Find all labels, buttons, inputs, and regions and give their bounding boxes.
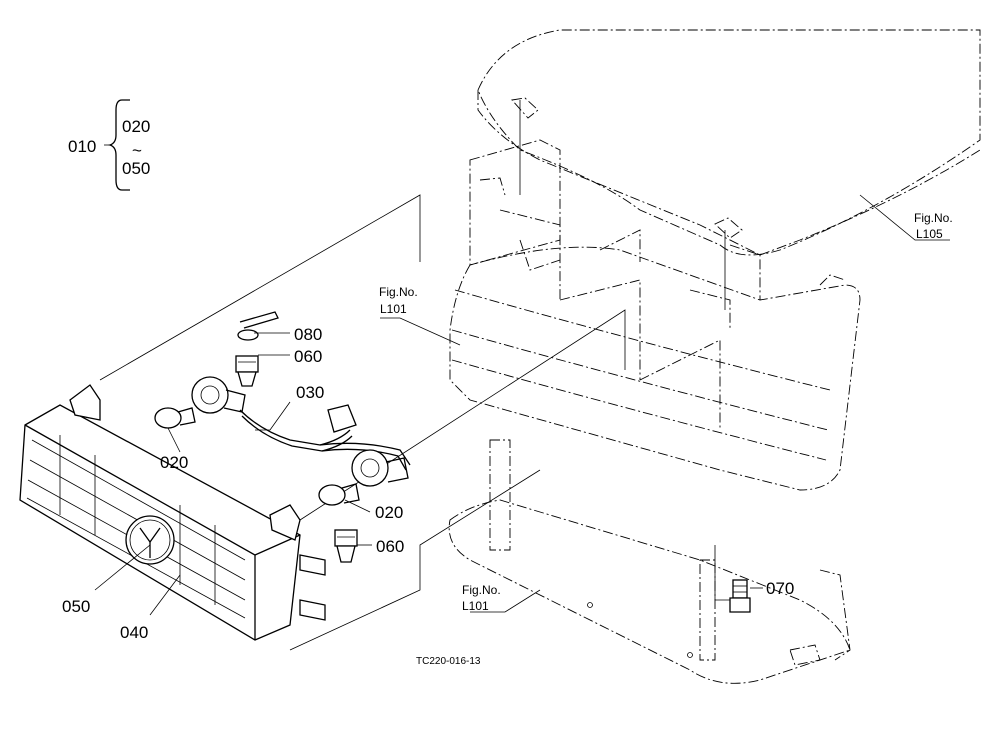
label-010: 010 <box>68 137 96 156</box>
ref-l105-figno: Fig.No. <box>914 211 953 225</box>
label-020-lower: 020 <box>375 503 403 522</box>
bolt-070 <box>729 579 751 613</box>
label-050: 050 <box>62 597 90 616</box>
bonnet-outline <box>477 29 981 256</box>
lower-tray <box>448 439 851 684</box>
leader-lines <box>94 194 950 616</box>
ref-l105-code: L105 <box>916 227 943 241</box>
label-060-upper: 060 <box>294 347 322 366</box>
bulb-020-lower <box>318 483 360 506</box>
label-060-lower: 060 <box>376 537 404 556</box>
label-020-upper: 020 <box>160 453 188 472</box>
bulb-020-upper <box>154 407 196 429</box>
harness-030 <box>239 404 411 471</box>
socket-lower <box>351 449 409 487</box>
washer-080 <box>237 311 279 341</box>
ref-l101-top-figno: Fig.No. <box>379 285 418 299</box>
label-range-separator: ~ <box>132 141 142 160</box>
grille-frame <box>449 139 861 491</box>
ref-l101-top-code: L101 <box>380 302 407 316</box>
explode-lines <box>99 100 740 651</box>
emblem-050 <box>125 515 175 565</box>
label-030: 030 <box>296 383 324 402</box>
ref-l101-bottom-figno: Fig.No. <box>462 583 501 597</box>
bulb-060-upper <box>235 355 259 387</box>
socket-upper <box>191 376 246 414</box>
label-040: 040 <box>120 623 148 642</box>
labels: 010 020 ~ 050 080 060 030 020 020 060 05… <box>62 117 953 667</box>
drawing-code: TC220-016-13 <box>416 656 481 667</box>
bulb-060-lower <box>334 529 358 563</box>
ref-l101-bottom-code: L101 <box>462 599 489 613</box>
label-080: 080 <box>294 325 322 344</box>
assembly-bracket <box>104 99 130 191</box>
label-070: 070 <box>766 579 794 598</box>
label-020-range-start: 020 <box>122 117 150 136</box>
label-050-range-end: 050 <box>122 159 150 178</box>
